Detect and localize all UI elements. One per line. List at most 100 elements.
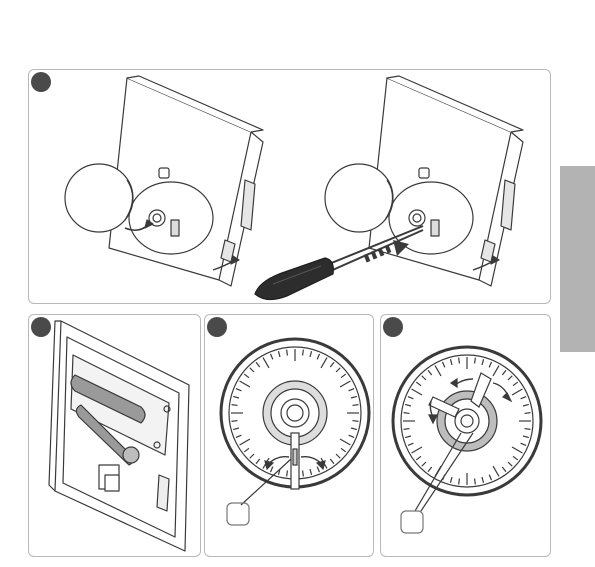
dial-tick: [340, 381, 350, 387]
screwdriver-icon: [255, 226, 423, 300]
dial-tick: [351, 428, 357, 430]
step-badge: [383, 317, 403, 337]
dial-tick: [250, 368, 254, 372]
dial-tick: [416, 382, 421, 386]
dial-tick: [416, 456, 421, 460]
dial-tick: [482, 359, 484, 365]
dial-icon: [221, 339, 369, 489]
dial-tick: [475, 358, 476, 364]
dial-tick: [341, 374, 346, 378]
dial-tick: [340, 439, 350, 445]
dial-tick: [408, 397, 414, 399]
battery-illustration-panel: [28, 314, 201, 557]
dial-tick: [351, 396, 357, 398]
dial-double-illustration: [381, 315, 550, 556]
dial-tick: [233, 396, 239, 398]
dial-tick: [349, 435, 355, 437]
section-side-tab: [560, 166, 595, 352]
dial-tick: [502, 467, 506, 472]
dial-double-panel: [380, 314, 551, 557]
dial-tick: [353, 405, 359, 406]
dial-tick: [523, 436, 529, 438]
dial-tick: [336, 454, 340, 458]
dial-tick: [422, 376, 426, 380]
dial-tick: [303, 350, 304, 356]
dial-tick: [232, 421, 238, 422]
dial-tick: [408, 443, 414, 445]
dial-tick: [405, 436, 411, 438]
dial-tick: [525, 413, 531, 414]
dial-tick: [349, 389, 355, 391]
dial-tick: [450, 477, 452, 483]
dial-tick: [278, 351, 280, 357]
mounting-illustration: [29, 70, 550, 303]
dial-tick: [412, 389, 422, 395]
dial-tick: [513, 456, 518, 460]
dial-tick: [459, 479, 460, 485]
dial-tick: [236, 389, 242, 391]
dial-tick: [240, 439, 250, 445]
dial-tick: [489, 475, 491, 481]
dial-tick: [317, 354, 319, 360]
dial-tick: [233, 428, 239, 430]
dial-tick: [303, 471, 304, 477]
dial-tick: [412, 447, 422, 453]
dial-tick: [493, 466, 499, 476]
dial-tick: [493, 366, 499, 376]
top-illustration-panel: [28, 69, 551, 304]
dial-tick: [513, 382, 518, 386]
dial-tick: [475, 479, 476, 485]
dial-tick: [428, 370, 432, 375]
dial-tick: [512, 447, 522, 453]
dial-tick: [450, 359, 452, 365]
dial-tick: [287, 350, 288, 356]
dial-tick: [422, 462, 426, 466]
dial-tick: [321, 358, 327, 368]
dial-tick: [489, 362, 491, 368]
dial-tick: [232, 405, 238, 406]
dial-tick: [236, 435, 242, 437]
dial-tick: [310, 351, 312, 357]
battery-compartment-illustration: [29, 315, 200, 556]
dial-tick: [508, 376, 512, 380]
dial-tick: [240, 381, 250, 387]
dial-tick: [508, 462, 512, 466]
dial-tick: [341, 448, 346, 452]
dial-tick: [310, 469, 312, 475]
dial-tick: [459, 358, 460, 364]
dial-tick: [443, 362, 445, 368]
dial-tick: [244, 374, 249, 378]
dial-tick: [271, 354, 273, 360]
dial-tick: [336, 368, 340, 372]
dial-single-panel: [204, 314, 374, 557]
dial-tick: [287, 471, 288, 477]
dial-tick: [330, 459, 334, 464]
dial-tick: [250, 454, 254, 458]
thermostat-body-left-icon: [65, 76, 263, 286]
dial-tick: [502, 370, 506, 375]
dial-tick: [435, 366, 441, 376]
dial-tick: [523, 404, 529, 406]
dial-tick: [271, 467, 273, 473]
dial-tick: [330, 362, 334, 367]
step-badge: [31, 317, 51, 337]
dial-tick: [512, 389, 522, 395]
dial-tick: [317, 467, 319, 473]
step-badge: [207, 317, 227, 337]
dial-tick: [482, 477, 484, 483]
dial-tick: [263, 358, 269, 368]
dial-tick: [521, 443, 527, 445]
dial-icon: [393, 347, 541, 495]
dial-tick: [256, 459, 260, 464]
dial-tick: [256, 362, 260, 367]
dial-tick: [353, 421, 359, 422]
step-badge: [31, 72, 51, 92]
dial-tick: [405, 404, 411, 406]
dial-tick: [428, 467, 432, 472]
dial-tick: [404, 413, 410, 414]
dial-tick: [244, 448, 249, 452]
dial-single-illustration: [205, 315, 373, 556]
dial-tick: [404, 429, 410, 430]
dial-tick: [525, 429, 531, 430]
dial-tick: [521, 397, 527, 399]
